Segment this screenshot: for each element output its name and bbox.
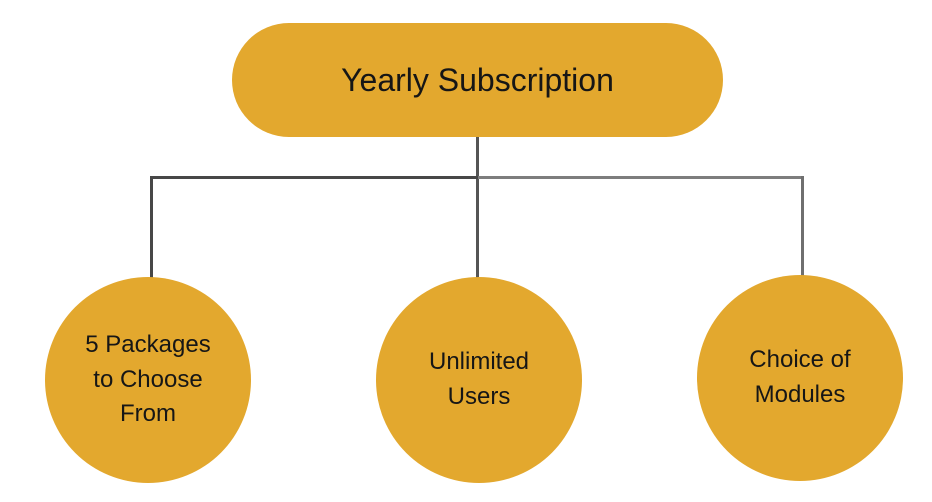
- node-unlimited-users: Unlimited Users: [376, 277, 582, 483]
- node-label: 5 Packages to Choose From: [85, 330, 211, 428]
- node-label: Choice of Modules: [749, 346, 851, 408]
- connector-root-stem: [476, 137, 479, 179]
- node-5-packages: 5 Packages to Choose From: [45, 277, 251, 483]
- node-label: Yearly Subscription: [341, 61, 614, 98]
- connector-drop-right: [801, 176, 804, 276]
- node-choice-of-modules: Choice of Modules: [697, 275, 903, 481]
- node-yearly-subscription: Yearly Subscription: [232, 23, 723, 137]
- connector-drop-middle: [476, 179, 479, 278]
- connector-drop-left: [150, 176, 153, 278]
- connector-horizontal-left: [150, 176, 478, 179]
- connector-horizontal-right: [478, 176, 804, 179]
- node-label: Unlimited Users: [428, 348, 530, 410]
